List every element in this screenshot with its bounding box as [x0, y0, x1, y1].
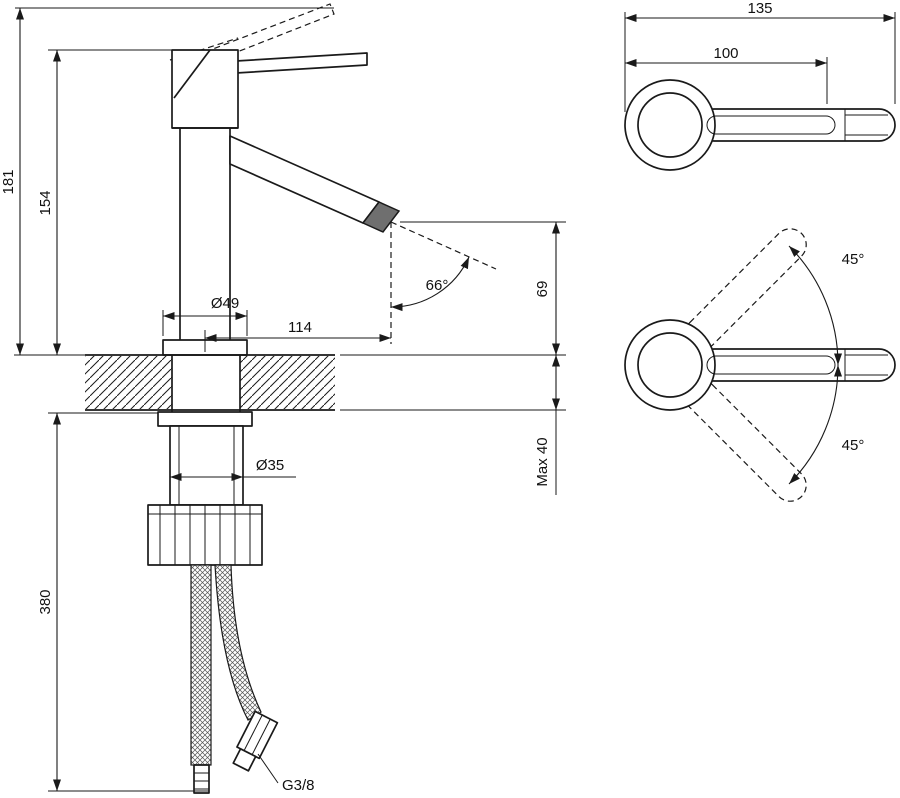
- dim-base-diameter-label: Ø49: [211, 295, 239, 312]
- mounting-deck: [85, 354, 335, 412]
- dim-deck-thickness-label: Max 40: [534, 437, 551, 486]
- dim-spout-reach-label: 114: [288, 319, 312, 336]
- dim-swivel-down-label: 45°: [842, 437, 865, 454]
- dim-base-diameter: Ø49: [162, 295, 248, 336]
- aerator-tip: [361, 201, 401, 233]
- dim-overall-length: 135: [624, 0, 896, 112]
- thread-label: G3/8: [282, 777, 315, 794]
- dim-body-height: 154: [37, 49, 196, 355]
- dim-swivel-down: 45°: [788, 364, 865, 485]
- supply-hoses: [190, 564, 279, 794]
- dim-spout-angle-label: 66°: [426, 277, 449, 294]
- dim-spout-height-label: 69: [534, 281, 551, 298]
- dim-swivel-up-label: 45°: [842, 251, 865, 268]
- dim-spout-reach: 114: [204, 319, 391, 352]
- dim-overall-height-label: 181: [0, 169, 17, 194]
- dim-hose-length-label: 380: [37, 589, 54, 614]
- top-view-swivel: 45° 45°: [624, 228, 896, 502]
- swivel-handle: [697, 348, 896, 382]
- top-view-plan: 135 100: [624, 0, 896, 171]
- hose-right: [214, 564, 262, 721]
- swivel-handle-up-dashed: [684, 228, 807, 351]
- dim-lever-length: 100: [625, 45, 828, 104]
- plan-body-inner: [637, 92, 703, 158]
- dim-swivel-up: 45°: [788, 245, 865, 366]
- dim-deck-thickness: Max 40: [340, 355, 566, 495]
- dim-overall-length-label: 135: [747, 0, 772, 17]
- swivel-handle-down-dashed: [684, 379, 807, 502]
- shank-assembly: [147, 411, 263, 566]
- thread-callout: G3/8: [257, 753, 315, 794]
- hose-right-fitting: [232, 710, 279, 772]
- hose-left-fitting: [193, 764, 210, 794]
- spout: [229, 135, 401, 233]
- plan-handle: [697, 108, 896, 142]
- dim-overall-height: 181: [0, 7, 334, 356]
- dim-spout-height: 69: [340, 221, 566, 356]
- handle-lever: [171, 49, 368, 129]
- dim-spout-angle: 66°: [390, 221, 497, 344]
- dim-body-height-label: 154: [37, 190, 54, 215]
- swivel-body-inner: [637, 332, 703, 398]
- dim-shank-diameter-label: Ø35: [256, 457, 284, 474]
- side-view: 181 154 380 Ø49 114: [0, 3, 566, 794]
- dim-hose-length: 380: [37, 412, 209, 792]
- dim-shank-diameter: Ø35: [170, 457, 296, 481]
- dim-lever-length-label: 100: [713, 45, 738, 62]
- hose-left: [190, 564, 212, 766]
